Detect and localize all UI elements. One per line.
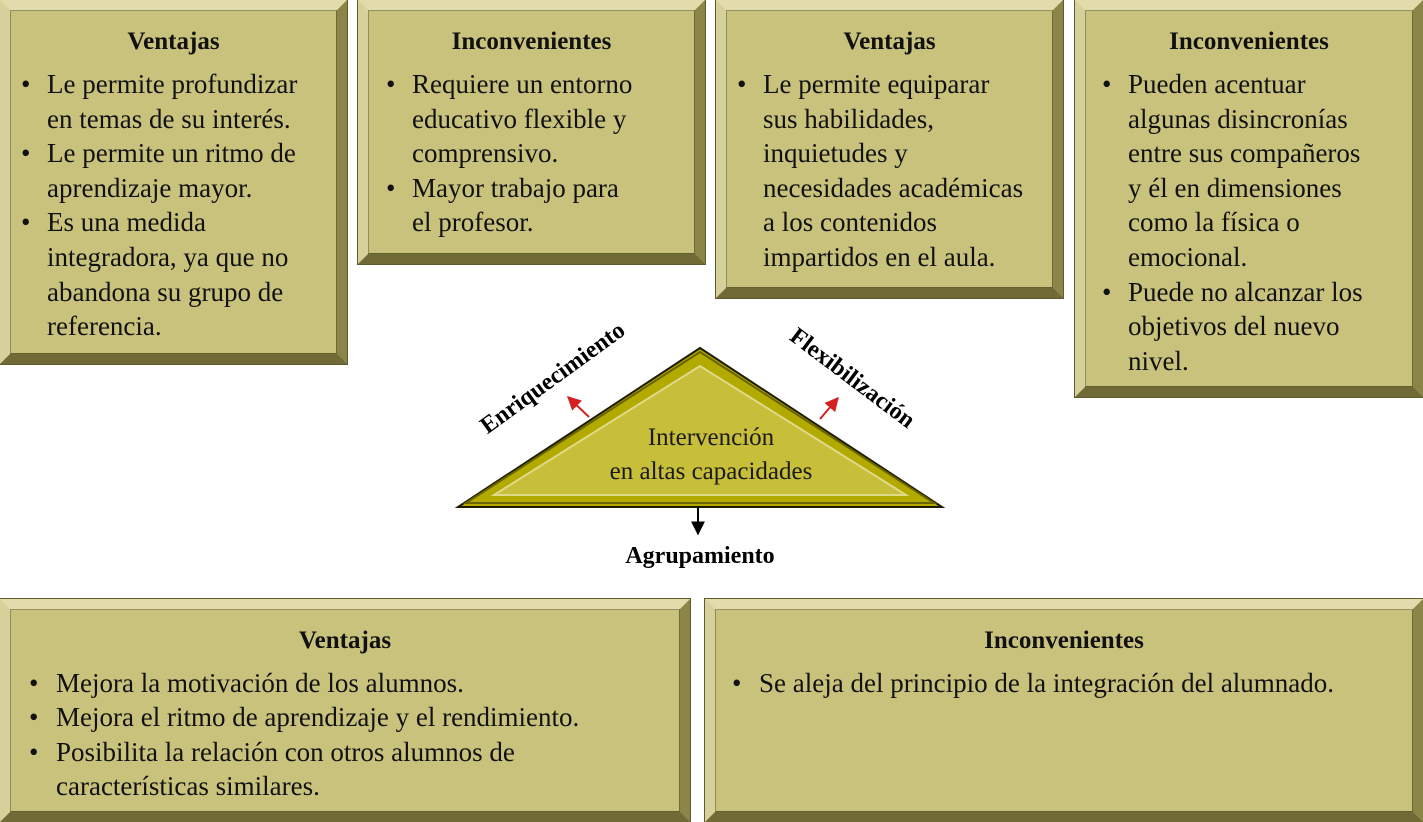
bullet-icon: • bbox=[29, 736, 39, 767]
card-list: • Pueden acentuar algunas disincronías entr… bbox=[1102, 67, 1412, 378]
list-item: • Posibilita la relación con otros alumno… bbox=[29, 735, 679, 804]
arrow-flexibilizacion bbox=[819, 396, 839, 420]
branch-label-agrupamiento: Agrupamiento bbox=[625, 543, 774, 569]
list-item-line: abandona su grupo de bbox=[47, 276, 284, 307]
agrupamiento-inconvenientes-card: Inconvenientes • Se aleja del principio d… bbox=[705, 599, 1423, 822]
bullet-icon: • bbox=[29, 702, 39, 733]
list-item-line: Le permite profundizar bbox=[47, 69, 298, 99]
list-item-line: impartidos en el aula. bbox=[763, 241, 996, 272]
bullet-icon: • bbox=[29, 668, 39, 698]
card-list: • Le permite profundizar en temas de su in… bbox=[21, 67, 336, 344]
branch-label-enriquecimiento: Enriquecimiento bbox=[476, 317, 630, 439]
bullet-icon: • bbox=[386, 172, 396, 203]
bullet-icon: • bbox=[21, 138, 31, 169]
list-item-line: Mayor trabajo para bbox=[412, 172, 619, 203]
list-item: • Le permite profundizar en temas de su in… bbox=[21, 67, 336, 136]
list-item-line: Se aleja del principio de la integración… bbox=[759, 668, 1335, 698]
enriquecimiento-inconvenientes-card: Inconvenientes • Requiere un entorno educa… bbox=[358, 0, 705, 264]
card-list: • Requiere un entorno educativo flexible y… bbox=[386, 67, 694, 240]
bullet-icon: • bbox=[386, 69, 396, 99]
list-item: • Mayor trabajo para el profesor. bbox=[386, 171, 694, 240]
list-item-line: sus habilidades, bbox=[763, 103, 934, 134]
flexibilizacion-inconvenientes-card: Inconvenientes • Pueden acentuar algunas d… bbox=[1075, 0, 1423, 397]
card-title: Ventajas bbox=[843, 28, 936, 55]
bullet-icon: • bbox=[732, 668, 742, 698]
list-item: • Requiere un entorno educativo flexible y… bbox=[386, 67, 694, 171]
list-item-line: comprensivo. bbox=[412, 138, 559, 169]
bullet-icon: • bbox=[1102, 69, 1112, 99]
center-label-line2: en altas capacidades bbox=[610, 458, 813, 485]
list-item-line: el profesor. bbox=[412, 207, 534, 238]
list-item-line: Es una medida bbox=[47, 207, 206, 238]
list-item-line: emocional. bbox=[1128, 241, 1248, 272]
bullet-icon: • bbox=[21, 207, 31, 238]
list-item-line: objetivos del nuevo bbox=[1128, 311, 1340, 342]
list-item-line: y él en dimensiones bbox=[1128, 172, 1342, 203]
card-title: Ventajas bbox=[127, 28, 220, 55]
bullet-icon: • bbox=[1102, 276, 1112, 307]
list-item-line: Requiere un entorno bbox=[412, 69, 633, 99]
branch-label-flexibilizacion: Flexibilización bbox=[785, 323, 920, 434]
list-item-line: integradora, ya que no bbox=[47, 241, 289, 272]
list-item: • Pueden acentuar algunas disincronías entr… bbox=[1102, 67, 1412, 275]
list-item-line: características similares. bbox=[56, 770, 320, 801]
list-item-line: Mejora el ritmo de aprendizaje y el rend… bbox=[56, 702, 580, 733]
card-title: Inconvenientes bbox=[451, 28, 612, 55]
list-item-line: como la física o bbox=[1128, 207, 1300, 238]
flexibilizacion-ventajas-card: Ventajas • Le permite equiparar sus habili… bbox=[716, 0, 1063, 298]
list-item-line: aprendizaje mayor. bbox=[47, 172, 253, 203]
list-item: • Le permite equiparar sus habilidades, inq… bbox=[737, 67, 1052, 275]
list-item: • Mejora la motivación de los alumnos. bbox=[29, 666, 679, 700]
list-item-line: Le permite un ritmo de bbox=[47, 138, 296, 169]
card-title: Ventajas bbox=[298, 627, 392, 654]
list-item: • Puede no alcanzar los objetivos del nuev… bbox=[1102, 275, 1412, 379]
agrupamiento-ventajas-card: Ventajas • Mejora la motivación de los al… bbox=[0, 599, 690, 822]
list-item-line: a los contenidos bbox=[763, 207, 937, 238]
list-item-line: Pueden acentuar bbox=[1128, 69, 1306, 99]
list-item-line: entre sus compañeros bbox=[1128, 138, 1361, 169]
list-item-line: educativo flexible y bbox=[412, 103, 627, 134]
card-list: • Le permite equiparar sus habilidades, inq… bbox=[737, 67, 1052, 275]
list-item-line: Posibilita la relación con otros alumnos… bbox=[56, 736, 515, 767]
card-title: Inconvenientes bbox=[1169, 28, 1329, 55]
list-item-line: inquietudes y bbox=[763, 138, 908, 169]
bullet-icon: • bbox=[737, 69, 747, 99]
card-list: • Mejora la motivación de los alumnos. • Me… bbox=[29, 666, 679, 803]
list-item: • Mejora el ritmo de aprendizaje y el ren… bbox=[29, 700, 679, 734]
triangle-outer bbox=[454, 346, 946, 508]
card-title: Inconvenientes bbox=[984, 627, 1144, 654]
bullet-icon: • bbox=[21, 69, 31, 99]
list-item-line: Le permite equiparar bbox=[763, 69, 990, 99]
list-item-line: referencia. bbox=[47, 311, 162, 342]
triangle-bevel bbox=[462, 350, 938, 504]
list-item-line: algunas disincronías bbox=[1128, 103, 1348, 134]
arrow-enriquecimiento bbox=[566, 396, 590, 418]
list-item-line: nivel. bbox=[1128, 345, 1189, 376]
center-label-line1: Intervención bbox=[648, 424, 775, 451]
list-item-line: Puede no alcanzar los bbox=[1128, 276, 1363, 307]
list-item-line: necesidades académicas bbox=[763, 172, 1024, 203]
list-item: • Se aleja del principio de la integració… bbox=[732, 666, 1412, 700]
enriquecimiento-ventajas-card: Ventajas • Le permite profundizar en temas… bbox=[0, 0, 347, 364]
list-item-line: en temas de su interés. bbox=[47, 103, 291, 134]
list-item-line: Mejora la motivación de los alumnos. bbox=[56, 668, 464, 698]
card-list: • Se aleja del principio de la integració… bbox=[732, 666, 1412, 700]
triangle-inner bbox=[490, 364, 910, 496]
